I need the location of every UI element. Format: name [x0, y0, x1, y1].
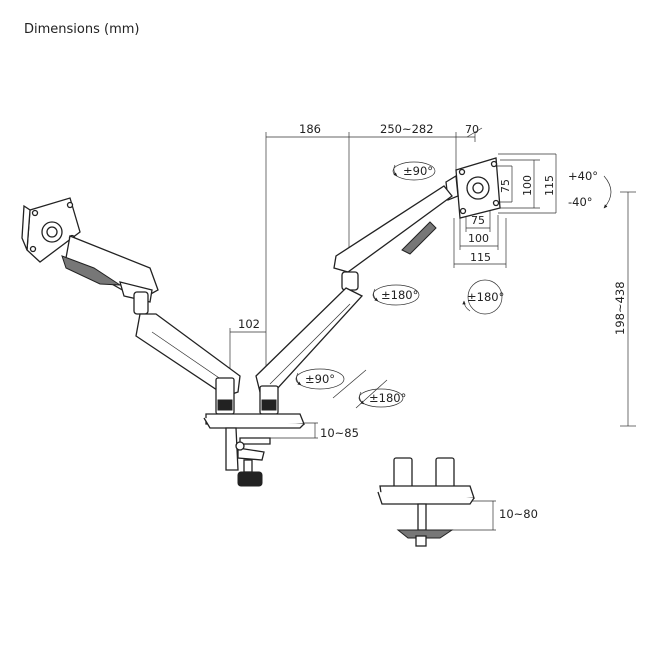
rotation-indicators: ±90° ±180° ±180° ±90° ±180° +40° -40° [295, 161, 612, 408]
rot-head-rotate: ±180° [381, 288, 418, 302]
rot-tilt-up: +40° [568, 169, 598, 183]
dimension-lines [229, 127, 636, 531]
rot-base-rotate: ±180° [369, 391, 406, 405]
dimension-labels: 186 250~282 70 102 10~85 10~80 198~438 7… [238, 122, 627, 521]
right-vesa-plate [445, 157, 501, 219]
dim-grommet-range: 10~80 [499, 507, 538, 521]
dim-vesa-offset: 70 [465, 123, 479, 136]
dim-vesa-mid-v: 100 [521, 175, 534, 196]
right-monitor-arm [255, 157, 501, 415]
dim-height-range: 198~438 [613, 281, 627, 335]
rot-tilt-down: -40° [568, 195, 593, 209]
grommet-mount [377, 457, 475, 547]
dim-vesa-mid-h: 100 [468, 232, 489, 245]
tilt-arrow-icon [603, 175, 612, 209]
dim-vesa-small-v: 75 [499, 179, 512, 193]
diagram-title: Dimensions (mm) [24, 22, 140, 37]
dim-vesa-large-h: 115 [470, 251, 491, 264]
dim-pole-offset: 102 [238, 317, 260, 331]
left-monitor-arm [21, 197, 241, 415]
dim-reach-1: 186 [299, 122, 321, 136]
rot-base-swivel: ±90° [305, 372, 335, 386]
dim-clamp-range: 10~85 [320, 426, 359, 440]
rot-head-swivel: ±90° [403, 164, 433, 178]
dim-vesa-large-v: 115 [543, 175, 556, 196]
desk-clamp [203, 413, 305, 487]
dim-vesa-small-h: 75 [471, 214, 485, 227]
dim-reach-2: 250~282 [380, 122, 434, 136]
rot-screen-rotate: ±180° [467, 290, 504, 304]
left-vesa-plate [21, 197, 81, 263]
